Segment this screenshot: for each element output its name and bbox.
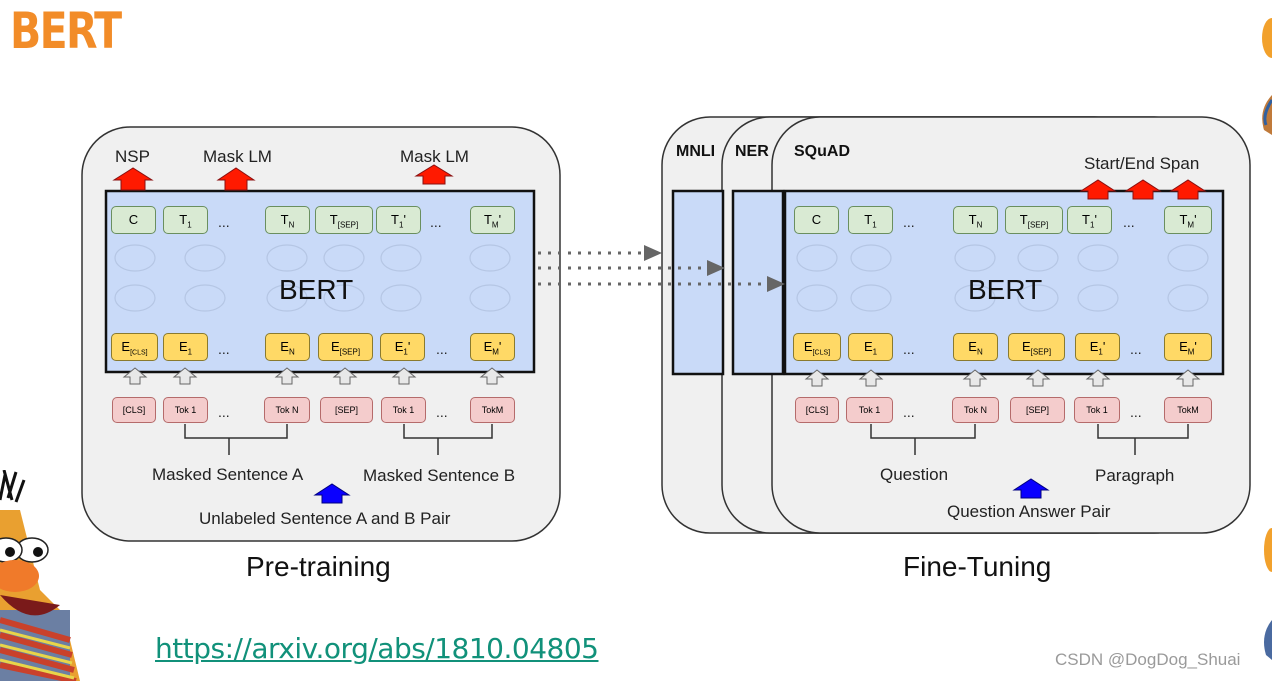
- embedding: E[SEP]: [318, 333, 373, 361]
- sentence-a-label: Masked Sentence A: [152, 465, 304, 484]
- token-output: T1: [163, 206, 208, 234]
- ellipsis: ...: [430, 214, 442, 230]
- pretraining-bert-label: BERT: [279, 274, 354, 305]
- token-output: C: [794, 206, 839, 234]
- input-token: [CLS]: [112, 397, 156, 423]
- pair-label: Unlabeled Sentence A and B Pair: [199, 509, 451, 528]
- paragraph-label: Paragraph: [1095, 466, 1175, 485]
- token-output: TN: [265, 206, 310, 234]
- ellipsis: ...: [436, 404, 448, 420]
- finetuning-brackets: [870, 424, 1189, 455]
- question-label: Question: [880, 465, 949, 484]
- sentence-b-label: Masked Sentence B: [363, 466, 516, 485]
- mask-lm-label: Mask LM: [203, 147, 272, 166]
- embedding: E1': [380, 333, 425, 361]
- ellipsis: ...: [903, 404, 915, 420]
- input-token: [CLS]: [795, 397, 839, 423]
- input-token: Tok 1: [381, 397, 426, 423]
- finetuning-output-arrows: [1079, 179, 1207, 200]
- finetuning-caption: Fine-Tuning: [903, 551, 1052, 582]
- embedding: EM': [470, 333, 515, 361]
- embedding: E[CLS]: [111, 333, 158, 361]
- finetuning-pair-arrow: [1012, 478, 1050, 499]
- transfer-arrows: [538, 251, 768, 286]
- input-token: Tok 1: [1074, 397, 1120, 423]
- pretraining-brackets: [184, 424, 493, 455]
- embedding: EM': [1164, 333, 1212, 361]
- token-output: TN: [953, 206, 998, 234]
- qa-pair-label: Question Answer Pair: [947, 502, 1111, 521]
- embedding: E1: [848, 333, 893, 361]
- input-token: [SEP]: [320, 397, 373, 423]
- pretraining-transformer-nodes: [114, 244, 511, 312]
- token-output: C: [111, 206, 156, 234]
- span-label: Start/End Span: [1084, 154, 1200, 173]
- pretraining-input-arrows: [122, 367, 505, 385]
- finetuning-bert-label: BERT: [968, 274, 1043, 305]
- token-output: T[SEP]: [1005, 206, 1063, 234]
- task-tab-squad: SQuAD: [794, 143, 850, 160]
- finetuning-input-arrows: [804, 369, 1201, 387]
- ellipsis: ...: [218, 214, 230, 230]
- embedding: E[SEP]: [1008, 333, 1065, 361]
- token-output: T1': [1067, 206, 1112, 234]
- input-token: TokM: [470, 397, 515, 423]
- ellipsis: ...: [903, 341, 915, 357]
- input-token: Tok 1: [846, 397, 893, 423]
- ellipsis: ...: [1130, 341, 1142, 357]
- ellipsis: ...: [218, 404, 230, 420]
- finetuning-transformer-nodes: [796, 244, 1209, 312]
- token-output: T[SEP]: [315, 206, 373, 234]
- input-token: [SEP]: [1010, 397, 1065, 423]
- embedding: EN: [953, 333, 998, 361]
- watermark: CSDN @DogDog_Shuai: [1055, 650, 1241, 669]
- right-edge-decoration: [1262, 18, 1272, 660]
- pretraining-output-arrows: [112, 164, 454, 191]
- embedding: E1: [163, 333, 208, 361]
- token-output: TM': [470, 206, 515, 234]
- pretraining-caption: Pre-training: [246, 551, 391, 582]
- input-token: Tok N: [952, 397, 999, 423]
- nsp-label: NSP: [115, 147, 150, 166]
- input-token: Tok 1: [163, 397, 208, 423]
- task-tab-mnli: MNLI: [676, 143, 716, 160]
- ellipsis: ...: [903, 214, 915, 230]
- pretraining-pair-arrow: [313, 483, 351, 504]
- input-token: TokM: [1164, 397, 1212, 423]
- ellipsis: ...: [218, 341, 230, 357]
- embedding: E[CLS]: [793, 333, 841, 361]
- embedding: E1': [1075, 333, 1120, 361]
- ellipsis: ...: [1130, 404, 1142, 420]
- paper-link[interactable]: https://arxiv.org/abs/1810.04805: [155, 632, 599, 665]
- ellipsis: ...: [1123, 214, 1135, 230]
- token-output: T1': [376, 206, 421, 234]
- mask-lm-label-2: Mask LM: [400, 147, 469, 166]
- task-tab-ner: NER: [735, 143, 769, 160]
- token-output: T1: [848, 206, 893, 234]
- token-output: TM': [1164, 206, 1212, 234]
- ellipsis: ...: [436, 341, 448, 357]
- embedding: EN: [265, 333, 310, 361]
- input-token: Tok N: [264, 397, 310, 423]
- slide-title: BERT: [10, 2, 122, 60]
- character-illustration: [0, 470, 80, 681]
